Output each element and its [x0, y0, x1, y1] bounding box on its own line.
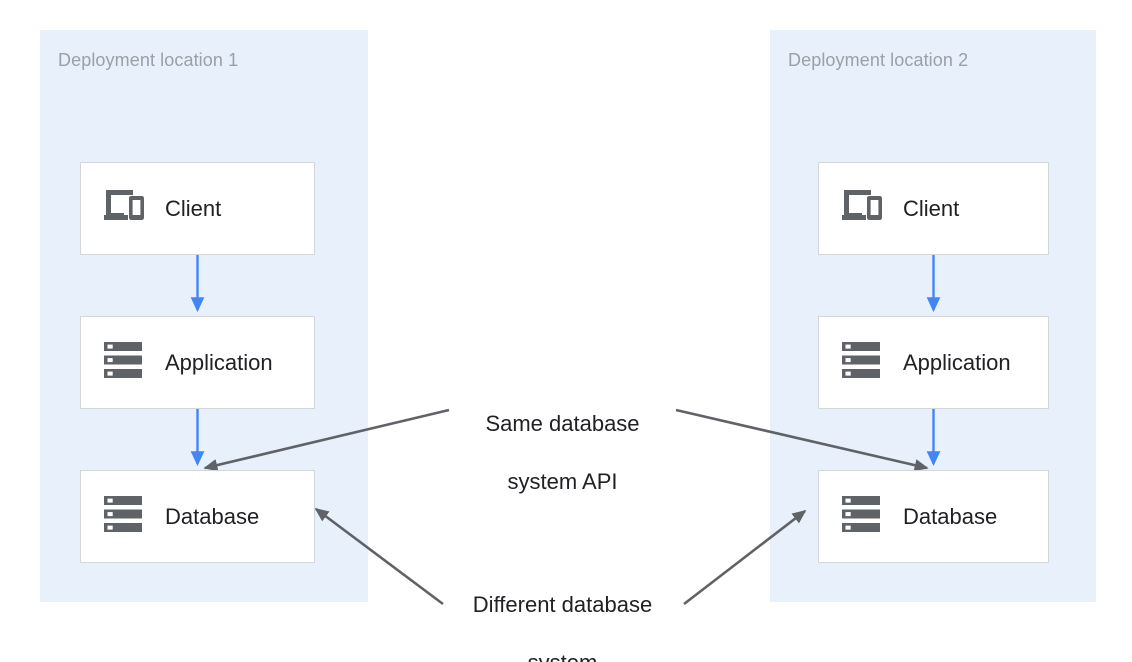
annotation-same-api-line-1: Same database [485, 411, 640, 437]
node-database-1[interactable]: Database [80, 470, 315, 563]
node-label-client-2: Client [903, 195, 960, 221]
node-label-client-1: Client [165, 195, 222, 221]
node-database-2[interactable]: Database [818, 470, 1049, 563]
devices-icon [103, 188, 149, 229]
node-label-database-2: Database [903, 503, 998, 529]
server-stack-icon [103, 340, 149, 385]
node-label-database-1: Database [165, 503, 260, 529]
server-stack-icon [103, 494, 149, 539]
node-label-application-1: Application [165, 349, 273, 375]
node-application-1[interactable]: Application [80, 316, 315, 409]
annotation-same-database-system-api: Same database system API [455, 380, 670, 525]
annotation-different-system-line-2: system [455, 648, 670, 662]
server-stack-icon [841, 340, 887, 385]
annotation-different-database-system: Different database system [455, 561, 670, 662]
server-stack-icon [841, 494, 887, 539]
zone-label-deployment-location-1: Deployment location 1 [58, 50, 239, 70]
annotation-same-api-line-2: system API [507, 469, 618, 495]
node-client-1[interactable]: Client [80, 162, 315, 255]
zone-label-deployment-location-2: Deployment location 2 [788, 50, 969, 70]
annotation-different-system-line-1: Different database [472, 592, 653, 618]
node-label-application-2: Application [903, 349, 1011, 375]
node-application-2[interactable]: Application [818, 316, 1049, 409]
devices-icon [841, 188, 887, 229]
node-client-2[interactable]: Client [818, 162, 1049, 255]
